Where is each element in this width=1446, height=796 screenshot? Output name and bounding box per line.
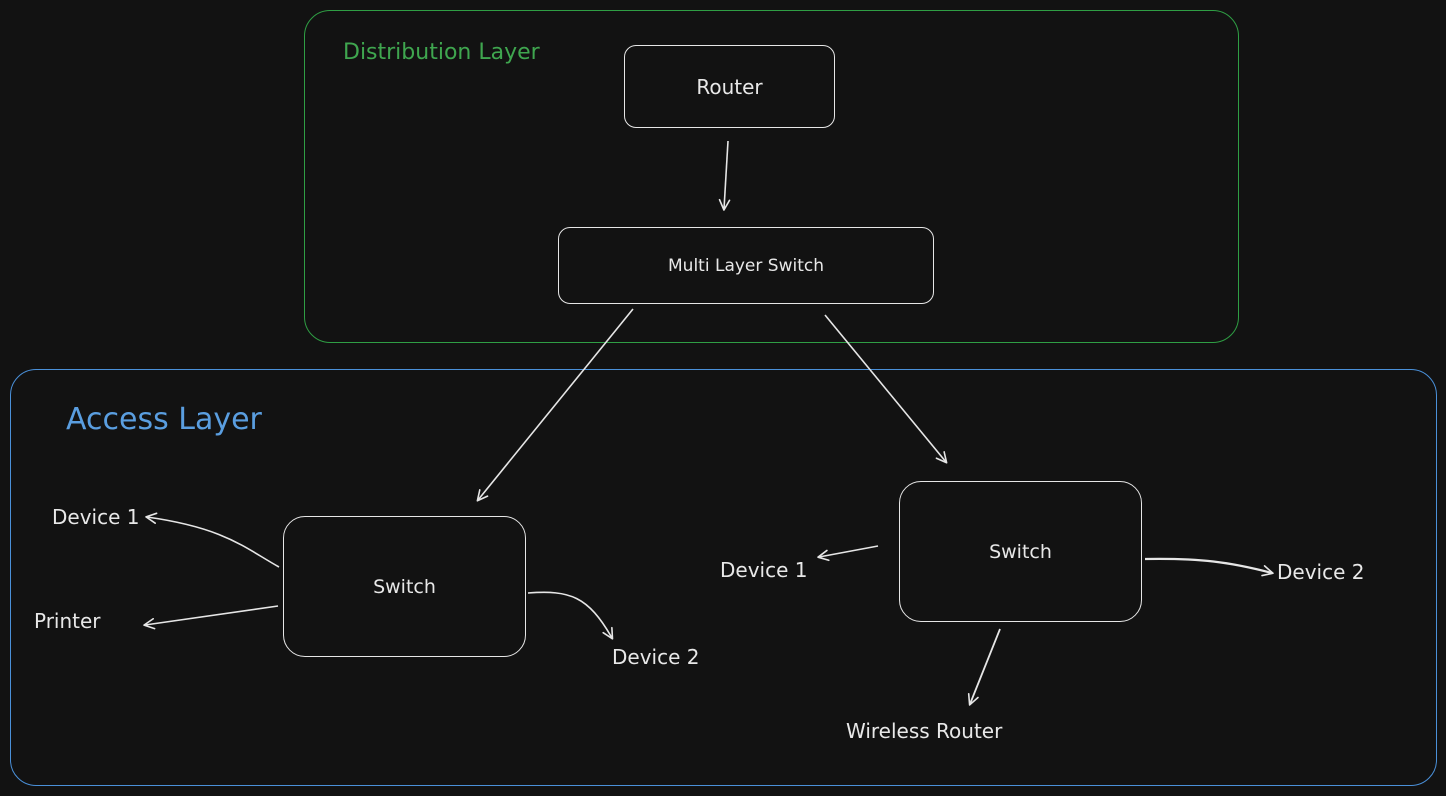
router-node[interactable]: Router <box>624 45 835 128</box>
switch-right-label: Switch <box>989 540 1052 563</box>
access-layer-title: Access Layer <box>66 402 262 437</box>
switch-right-node[interactable]: Switch <box>899 481 1142 622</box>
multi-layer-switch-label: Multi Layer Switch <box>668 255 824 276</box>
router-label: Router <box>696 74 763 99</box>
access-layer-group <box>10 369 1437 786</box>
left-device2-label[interactable]: Device 2 <box>612 645 700 669</box>
right-wireless-router-label[interactable]: Wireless Router <box>846 719 1003 743</box>
switch-left-label: Switch <box>373 575 436 598</box>
right-device2-label[interactable]: Device 2 <box>1277 560 1365 584</box>
distribution-layer-group <box>304 10 1239 343</box>
left-device1-label[interactable]: Device 1 <box>52 505 140 529</box>
right-device1-label[interactable]: Device 1 <box>720 558 808 582</box>
distribution-layer-title: Distribution Layer <box>343 40 540 65</box>
left-printer-label[interactable]: Printer <box>34 609 101 633</box>
multi-layer-switch-node[interactable]: Multi Layer Switch <box>558 227 934 304</box>
switch-left-node[interactable]: Switch <box>283 516 526 657</box>
